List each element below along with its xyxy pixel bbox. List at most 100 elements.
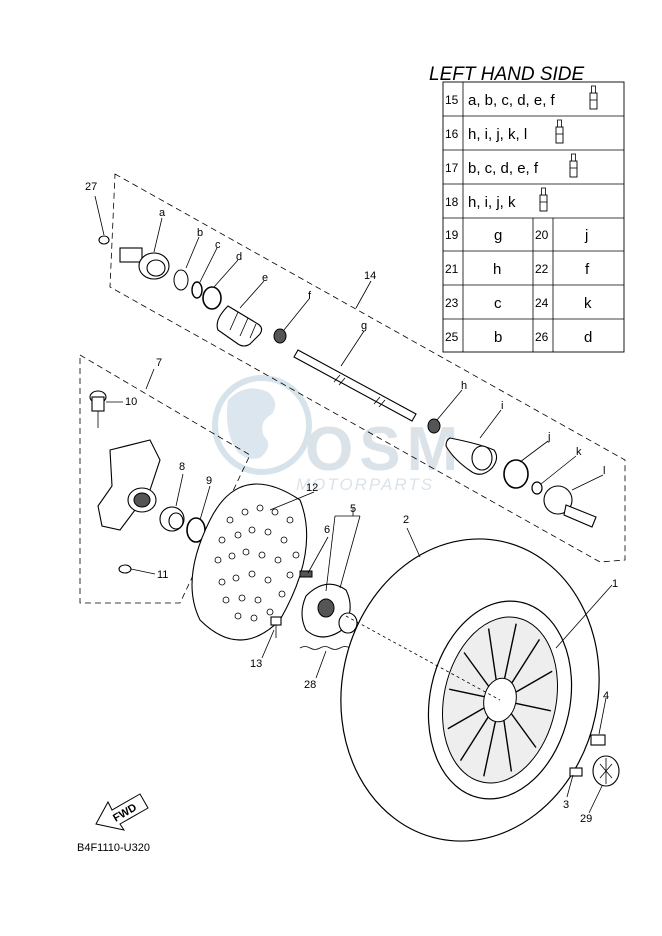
wheel-spoke xyxy=(447,707,485,730)
disc-hole xyxy=(218,578,226,586)
disc-hole xyxy=(264,576,272,584)
wheel-spoke xyxy=(487,628,497,680)
disc-hole xyxy=(234,612,242,620)
cv-joint-inner-l xyxy=(543,485,597,528)
knuckle-assembly-outline xyxy=(79,354,251,604)
band-d xyxy=(202,286,222,310)
disc-hole xyxy=(271,508,279,516)
row-number: 23 xyxy=(445,296,459,310)
wheel-spoke xyxy=(448,688,485,698)
callout-7: 7 xyxy=(156,357,162,369)
boot-e xyxy=(216,305,263,347)
left-hand-side-table: LEFT HAND SIDE 15 a, b, c, d, e, f 16 h,… xyxy=(429,64,625,353)
row-value: b xyxy=(494,329,502,346)
letter-d: d xyxy=(236,251,242,263)
row-text: a, b, c, d, e, f xyxy=(468,92,556,109)
letter-b: b xyxy=(197,227,203,239)
circlip-11 xyxy=(118,564,132,574)
wheel-spoke xyxy=(503,623,517,679)
letter-j: j xyxy=(547,431,550,443)
callout-3: 3 xyxy=(563,799,569,811)
bolt-13 xyxy=(270,616,282,638)
row-value: d xyxy=(584,329,592,346)
callout-12: 12 xyxy=(306,482,318,494)
table-row: 15 a, b, c, d, e, f xyxy=(445,85,598,110)
ball-joint-10 xyxy=(89,390,107,428)
wheel-spoke xyxy=(503,720,513,772)
letter-k: k xyxy=(576,446,582,458)
disc-hole xyxy=(278,590,286,598)
callout-9: 9 xyxy=(206,475,212,487)
brake-disc-12 xyxy=(191,483,308,641)
row-number: 16 xyxy=(445,127,459,141)
wheel-spoke xyxy=(463,652,490,687)
disc-hole xyxy=(254,596,262,604)
disc-hole xyxy=(214,556,222,564)
lithium-grease-28 xyxy=(299,646,351,650)
grease-tube-icon xyxy=(555,119,564,144)
disc-hole xyxy=(280,536,288,544)
watermark-continents-icon xyxy=(226,388,276,459)
hub-axis-line xyxy=(345,615,501,701)
drive-shaft-g xyxy=(293,349,417,422)
driveshaft-assembly-outline xyxy=(109,173,626,563)
callout-29: 29 xyxy=(580,813,592,825)
stud-bolt-6 xyxy=(299,570,313,578)
ring-b xyxy=(173,269,189,291)
band-h xyxy=(427,418,441,434)
callout-1: 1 xyxy=(612,578,618,590)
callout-4: 4 xyxy=(603,690,609,702)
disc-hole xyxy=(228,552,236,560)
disc-hole xyxy=(256,504,264,512)
callout-14: 14 xyxy=(364,270,376,282)
table-row: 17 b, c, d, e, f xyxy=(445,153,578,178)
boot-i xyxy=(445,437,498,475)
disc-hole xyxy=(232,574,240,582)
hub-cap-29 xyxy=(592,755,620,787)
wheel-spoke xyxy=(459,716,489,762)
row-number: 22 xyxy=(535,262,549,276)
row-number: 17 xyxy=(445,161,459,175)
disc-hole xyxy=(226,516,234,524)
wheel-hub-5 xyxy=(301,583,358,638)
wheel-spoke xyxy=(511,638,541,684)
letter-labels: a b c d e f g h i j k l xyxy=(159,207,605,477)
callout-10: 10 xyxy=(125,396,137,408)
wheel-nut-4 xyxy=(590,734,606,746)
row-value: j xyxy=(584,227,588,244)
callout-13: 13 xyxy=(250,658,262,670)
watermark-sub: MOTORPARTS xyxy=(296,475,434,494)
grease-tube-icon xyxy=(589,85,598,110)
bearing-8 xyxy=(159,506,185,532)
disc-hole xyxy=(266,608,274,616)
grease-tube-icon xyxy=(569,153,578,178)
letter-f: f xyxy=(308,290,312,302)
wheel-spoke xyxy=(515,702,552,712)
row-value: h xyxy=(493,261,501,278)
watermark: OSM MOTORPARTS xyxy=(212,375,458,494)
letter-c: c xyxy=(215,239,221,251)
grease-tube-icon xyxy=(539,187,548,212)
callout-numbers: 27 14 7 10 8 9 12 5 6 2 11 1 13 28 4 3 2… xyxy=(85,181,618,825)
disc-hole xyxy=(242,548,250,556)
row-number: 25 xyxy=(445,330,459,344)
table-row: 21 h 22 f xyxy=(445,261,590,278)
disc-hole xyxy=(241,508,249,516)
callout-2: 2 xyxy=(403,514,409,526)
callout-27: 27 xyxy=(85,181,97,193)
wheel-spoke xyxy=(515,670,553,693)
row-value: f xyxy=(585,261,590,278)
row-number: 24 xyxy=(535,296,549,310)
table-title: LEFT HAND SIDE xyxy=(429,64,585,85)
row-number: 15 xyxy=(445,93,459,107)
disc-hole xyxy=(234,531,242,539)
row-value: k xyxy=(584,295,592,312)
band-f xyxy=(273,328,287,344)
letter-a: a xyxy=(159,207,166,219)
row-number: 21 xyxy=(445,262,459,276)
wheel-spoke xyxy=(483,721,497,777)
disc-hole xyxy=(286,516,294,524)
letter-g: g xyxy=(361,320,367,332)
row-text: h, i, j, k xyxy=(468,194,516,211)
